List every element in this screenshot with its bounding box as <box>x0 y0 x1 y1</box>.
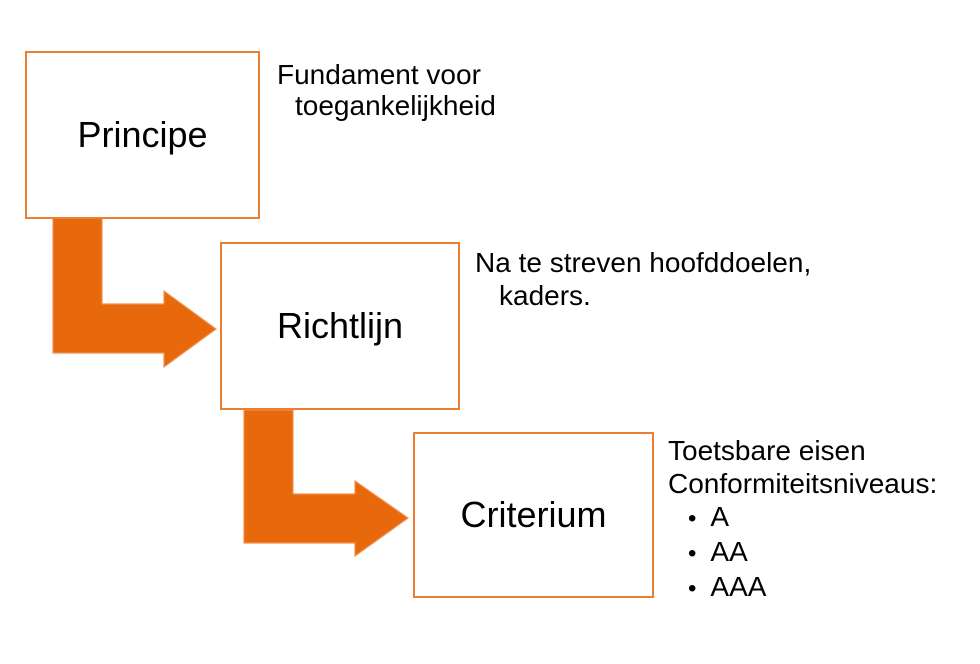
conformance-level-item: AA <box>688 535 937 570</box>
annotation-criterium-line-1: Toetsbare eisen <box>668 435 866 466</box>
criterium-box: Criterium <box>413 432 654 598</box>
principe-box-label: Principe <box>77 114 208 155</box>
criterium-box-label: Criterium <box>460 494 607 535</box>
annotation-richtlijn-line-2: kaders. <box>499 280 591 311</box>
principe-box: Principe <box>25 51 260 219</box>
conformance-level-item: A <box>688 500 937 535</box>
conformance-level-a: A <box>710 501 730 532</box>
richtlijn-box-label: Richtlijn <box>276 305 404 346</box>
conformance-level-item: AAA <box>688 570 937 605</box>
annotation-principe: Fundament voor toegankelijkheid <box>277 59 496 121</box>
annotation-criterium: Toetsbare eisen Conformiteitsniveaus: A … <box>668 434 937 605</box>
conformance-level-aa: AA <box>710 536 748 567</box>
elbow-arrow-richtlijn-to-criterium <box>243 409 410 558</box>
elbow-arrow-principe-to-richtlijn <box>52 217 218 369</box>
richtlijn-box: Richtlijn <box>220 242 460 410</box>
annotation-criterium-line-2: Conformiteitsniveaus: <box>668 468 938 499</box>
conformance-level-aaa: AAA <box>710 571 767 602</box>
annotation-principe-line-2: toegankelijkheid <box>295 90 496 121</box>
annotation-richtlijn: Na te streven hoofddoelen, kaders. <box>475 246 811 312</box>
annotation-principe-line-1: Fundament voor <box>277 59 481 90</box>
annotation-richtlijn-line-1: Na te streven hoofddoelen, <box>475 247 812 278</box>
